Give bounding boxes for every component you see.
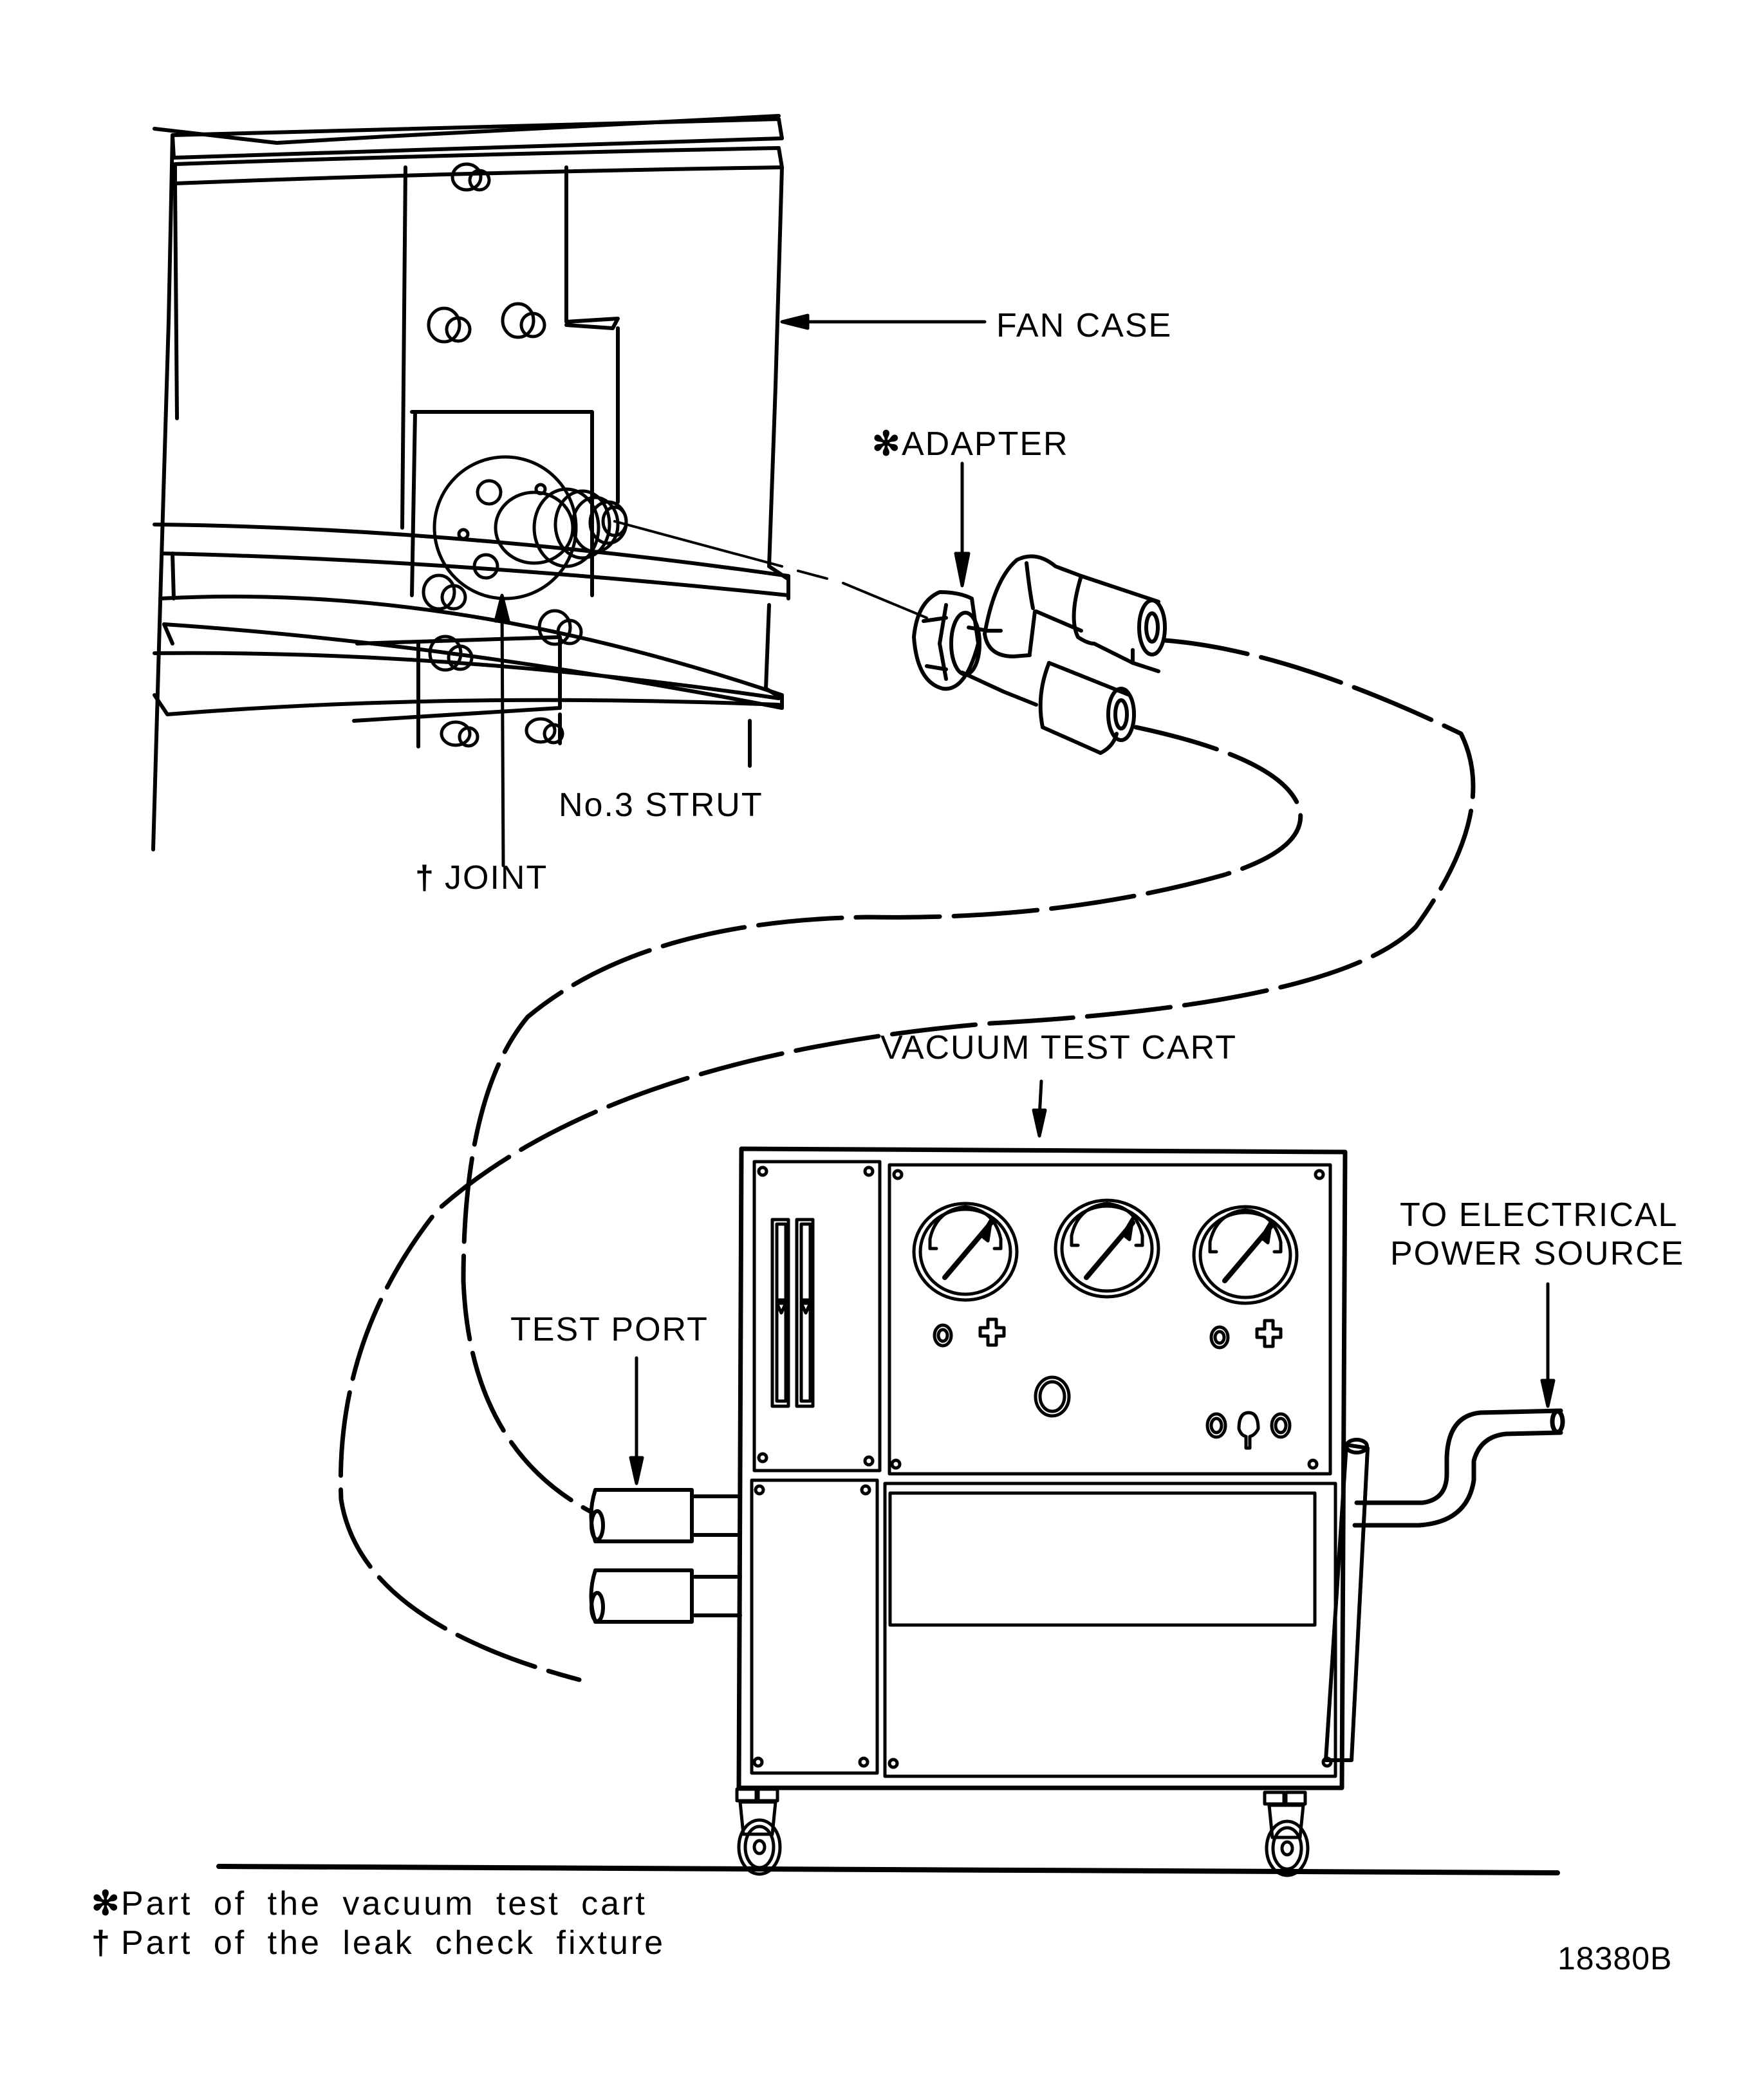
test-port-label: TEST PORT	[510, 1311, 709, 1348]
knob-icon	[1255, 1319, 1283, 1348]
strut-label: No.3 STRUT	[559, 786, 763, 824]
bolt-icon	[427, 306, 472, 344]
adapter-label: ✻ADAPTER	[872, 425, 1069, 463]
leader-arrows	[494, 313, 1556, 1485]
bolt-icon	[428, 635, 474, 672]
footnote-leak-check-fixture: †Part of the leak check fixture	[91, 1924, 666, 1962]
fan-case	[151, 114, 790, 851]
adapter-arrow	[954, 461, 971, 588]
joint-label: †JOINT	[415, 859, 548, 897]
bolt-icon	[537, 609, 583, 646]
gauge-icon	[912, 1202, 1019, 1302]
bolt-icon	[501, 302, 546, 339]
adapter	[912, 554, 1167, 755]
test-ports	[589, 1488, 742, 1624]
bolt-icon	[451, 162, 491, 192]
cart-controls	[933, 1317, 1292, 1450]
power-cable	[1352, 1408, 1565, 1528]
joint-arrow	[494, 593, 510, 868]
bolt-icon	[525, 717, 564, 745]
gauge-icon	[1054, 1198, 1160, 1299]
power-source-arrow	[1540, 1282, 1556, 1408]
pressure-gauges	[912, 1198, 1299, 1305]
knob-icon	[978, 1317, 1006, 1347]
ground-line	[216, 1864, 1560, 1875]
figure-number: 18380B	[1557, 1940, 1673, 1976]
electrical-source-label-line2: POWER SOURCE	[1390, 1235, 1685, 1272]
dagger-symbol-icon: †	[415, 859, 435, 897]
bolt-icon	[422, 573, 467, 611]
gauge-icon	[1192, 1205, 1299, 1305]
test-port-arrow	[629, 1356, 644, 1485]
toggle-switch-icon	[1237, 1411, 1260, 1450]
fan-case-bolts	[422, 162, 583, 748]
cart-wheels	[735, 1787, 1310, 1877]
electrical-source-label-line1: TO ELECTRICAL	[1400, 1196, 1678, 1234]
asterisk-symbol-icon: ✻	[91, 1885, 122, 1922]
cart-arrow	[1032, 1079, 1047, 1138]
dagger-symbol-icon: †	[91, 1924, 113, 1962]
strut-joint	[432, 455, 628, 600]
flow-meters	[770, 1218, 815, 1408]
vacuum-hoses	[338, 638, 1476, 1682]
fan-case-arrow	[780, 313, 987, 330]
fan-case-label: FAN CASE	[996, 307, 1173, 344]
bolt-icon	[440, 720, 479, 748]
footnote-vacuum-cart: ✻Part of the vacuum test cart	[91, 1885, 647, 1922]
vacuum-test-cart-label: VACUUM TEST CART	[880, 1029, 1238, 1066]
asterisk-symbol-icon: ✻	[872, 425, 902, 463]
cart-handle	[1324, 1438, 1370, 1762]
connection-line	[613, 520, 928, 619]
